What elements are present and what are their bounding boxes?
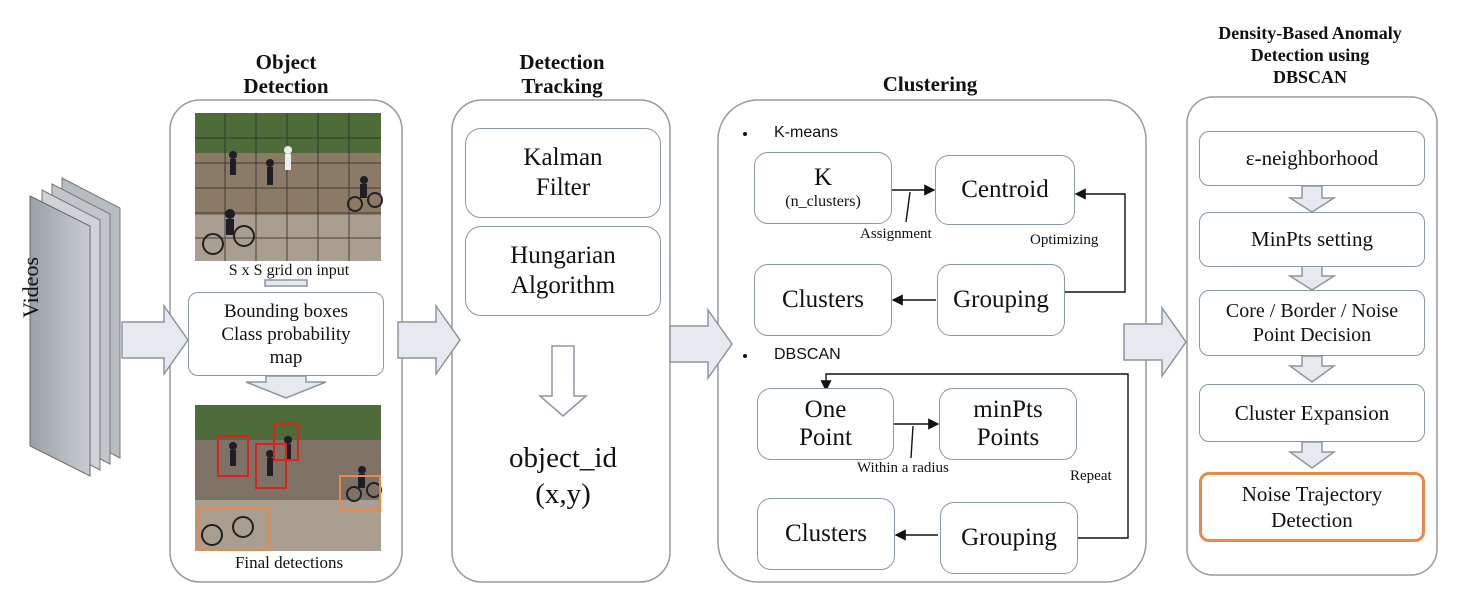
title-line: Detection <box>243 74 329 98</box>
connector-repeat <box>820 373 1129 539</box>
output-line: object_id <box>509 442 617 474</box>
bullet-kmeans-dot <box>743 132 747 136</box>
dbscan-grouping-box: Grouping <box>940 502 1078 574</box>
arrow-anomaly-1 <box>1287 185 1337 213</box>
title-line: Object <box>255 50 317 74</box>
box-line: Kalman <box>523 144 603 171</box>
anomaly-title: Density-Based Anomaly Detection using DB… <box>1170 22 1450 88</box>
videos-label: Videos <box>18 256 43 318</box>
arrow-clustering-to-anomaly <box>1123 305 1187 379</box>
final-caption: Final detections <box>234 553 344 572</box>
bounding-boxes-box: Bounding boxes Class probability map <box>188 292 384 376</box>
box-line: One <box>804 396 847 423</box>
title-line: Detection using <box>1250 45 1370 65</box>
bullet-dbscan-dot <box>743 354 747 358</box>
arrow-anomaly-3 <box>1287 355 1337 383</box>
arrow-tracking-down <box>537 345 589 417</box>
dbscan-clusters-box: Clusters <box>757 498 895 570</box>
title-line: Density-Based Anomaly <box>1218 23 1402 43</box>
arrow-tracking-to-clustering <box>669 307 733 381</box>
title-line: Tracking <box>521 74 603 98</box>
box-line: Noise Trajectory <box>1241 482 1383 506</box>
grid-caption: S x S grid on input <box>228 262 350 279</box>
box-line: Algorithm <box>510 272 616 299</box>
detection-tracking-title: Detection Tracking <box>472 50 652 98</box>
dbscan-bullet: DBSCAN <box>774 346 841 363</box>
one-point-box: One Point <box>757 388 894 460</box>
arrow-anomaly-4 <box>1287 441 1337 469</box>
box-line: Bounding boxes <box>223 300 349 322</box>
arrow-videos-to-detection <box>121 303 189 377</box>
title-line: DBSCAN <box>1272 67 1347 87</box>
clustering-title: Clustering <box>882 72 978 96</box>
arrow-anomaly-2 <box>1287 265 1337 291</box>
hungarian-algorithm-box: Hungarian Algorithm <box>465 226 661 316</box>
title-line: Detection <box>519 50 605 74</box>
connector-optimizing <box>1064 188 1126 293</box>
box-line: Class probability <box>221 323 351 345</box>
object-detection-title: Object Detection <box>196 50 376 98</box>
arrow-down-to-final <box>245 375 327 399</box>
box-line: K <box>813 164 833 191</box>
kmeans-bullet: K-means <box>774 124 839 141</box>
step-point-decision: Core / Border / Noise Point Decision <box>1199 290 1425 356</box>
box-line: Hungarian <box>510 242 616 269</box>
arrow-grid-down <box>264 279 308 287</box>
step-epsilon-neighborhood: ε-neighborhood <box>1199 131 1425 186</box>
centroid-box: Centroid <box>935 155 1075 225</box>
output-line: (x,y) <box>535 478 591 510</box>
kmeans-clusters-box: Clusters <box>754 264 892 336</box>
box-line: Filter <box>535 174 591 201</box>
box-line: minPts <box>973 396 1043 423</box>
box-line: map <box>269 346 303 368</box>
step-minpts-setting: MinPts setting <box>1199 212 1425 267</box>
step-cluster-expansion: Cluster Expansion <box>1199 384 1425 442</box>
kmeans-grouping-box: Grouping <box>937 264 1065 336</box>
repeat-label: Repeat <box>1070 468 1112 484</box>
minpts-box: minPts Points <box>939 388 1077 460</box>
box-line: Detection <box>1271 508 1353 532</box>
k-box: K (n_clusters) <box>754 152 892 224</box>
box-line: Points <box>976 424 1040 451</box>
box-line: Point <box>799 424 852 451</box>
kalman-filter-box: Kalman Filter <box>465 128 661 218</box>
box-line: Core / Border / Noise <box>1225 300 1399 322</box>
step-noise-trajectory-detection: Noise Trajectory Detection <box>1199 472 1425 542</box>
box-line: Point Decision <box>1252 324 1372 346</box>
final-detections-image <box>195 405 382 551</box>
grid-input-image <box>195 113 383 261</box>
videos-stack-icon <box>29 177 121 477</box>
within-radius-label: Within a radius <box>857 460 949 476</box>
tracking-output: object_id (x,y) <box>480 440 646 512</box>
optimizing-label: Optimizing <box>1030 232 1099 248</box>
assignment-label: Assignment <box>860 226 932 242</box>
box-line: (n_clusters) <box>785 193 861 210</box>
arrow-detection-to-tracking <box>397 303 461 377</box>
